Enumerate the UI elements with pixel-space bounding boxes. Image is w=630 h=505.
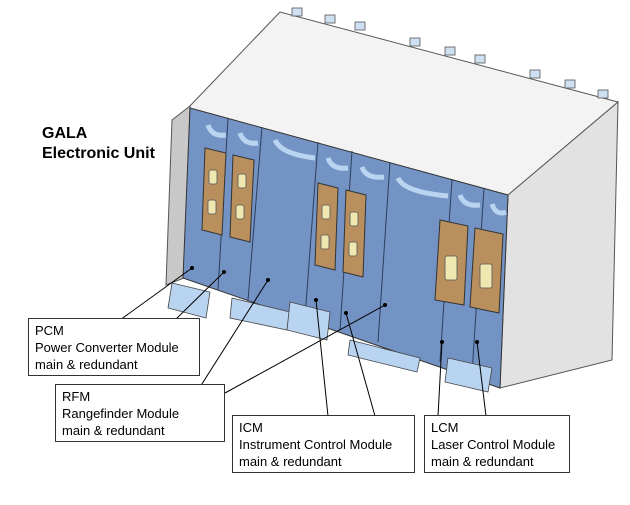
label-abbr: LCM — [431, 420, 459, 435]
diagram-title: GALA Electronic Unit — [42, 124, 155, 164]
connectors — [207, 169, 493, 289]
label-note: main & redundant — [35, 357, 138, 372]
label-note: main & redundant — [62, 423, 165, 438]
label-pcm: PCM Power Converter Module main & redund… — [28, 318, 200, 376]
callout-arrows — [119, 267, 487, 417]
label-lcm: LCM Laser Control Module main & redundan… — [424, 415, 570, 473]
title-line-2: Electronic Unit — [42, 145, 155, 162]
label-abbr: PCM — [35, 323, 64, 338]
label-name: Instrument Control Module — [239, 437, 393, 452]
label-name: Rangefinder Module — [62, 406, 180, 421]
label-icm: ICM Instrument Control Module main & red… — [232, 415, 415, 473]
label-abbr: ICM — [239, 420, 263, 435]
label-rfm: RFM Rangefinder Module main & redundant — [55, 384, 225, 442]
label-note: main & redundant — [239, 454, 342, 469]
title-line-1: GALA — [42, 125, 88, 142]
label-name: Laser Control Module — [431, 437, 556, 452]
label-note: main & redundant — [431, 454, 534, 469]
module-handles — [205, 124, 507, 216]
top-bumps — [291, 7, 609, 99]
label-name: Power Converter Module — [35, 340, 179, 355]
mounting-brackets — [167, 282, 493, 393]
label-abbr: RFM — [62, 389, 91, 404]
arrow-heads — [190, 266, 479, 344]
